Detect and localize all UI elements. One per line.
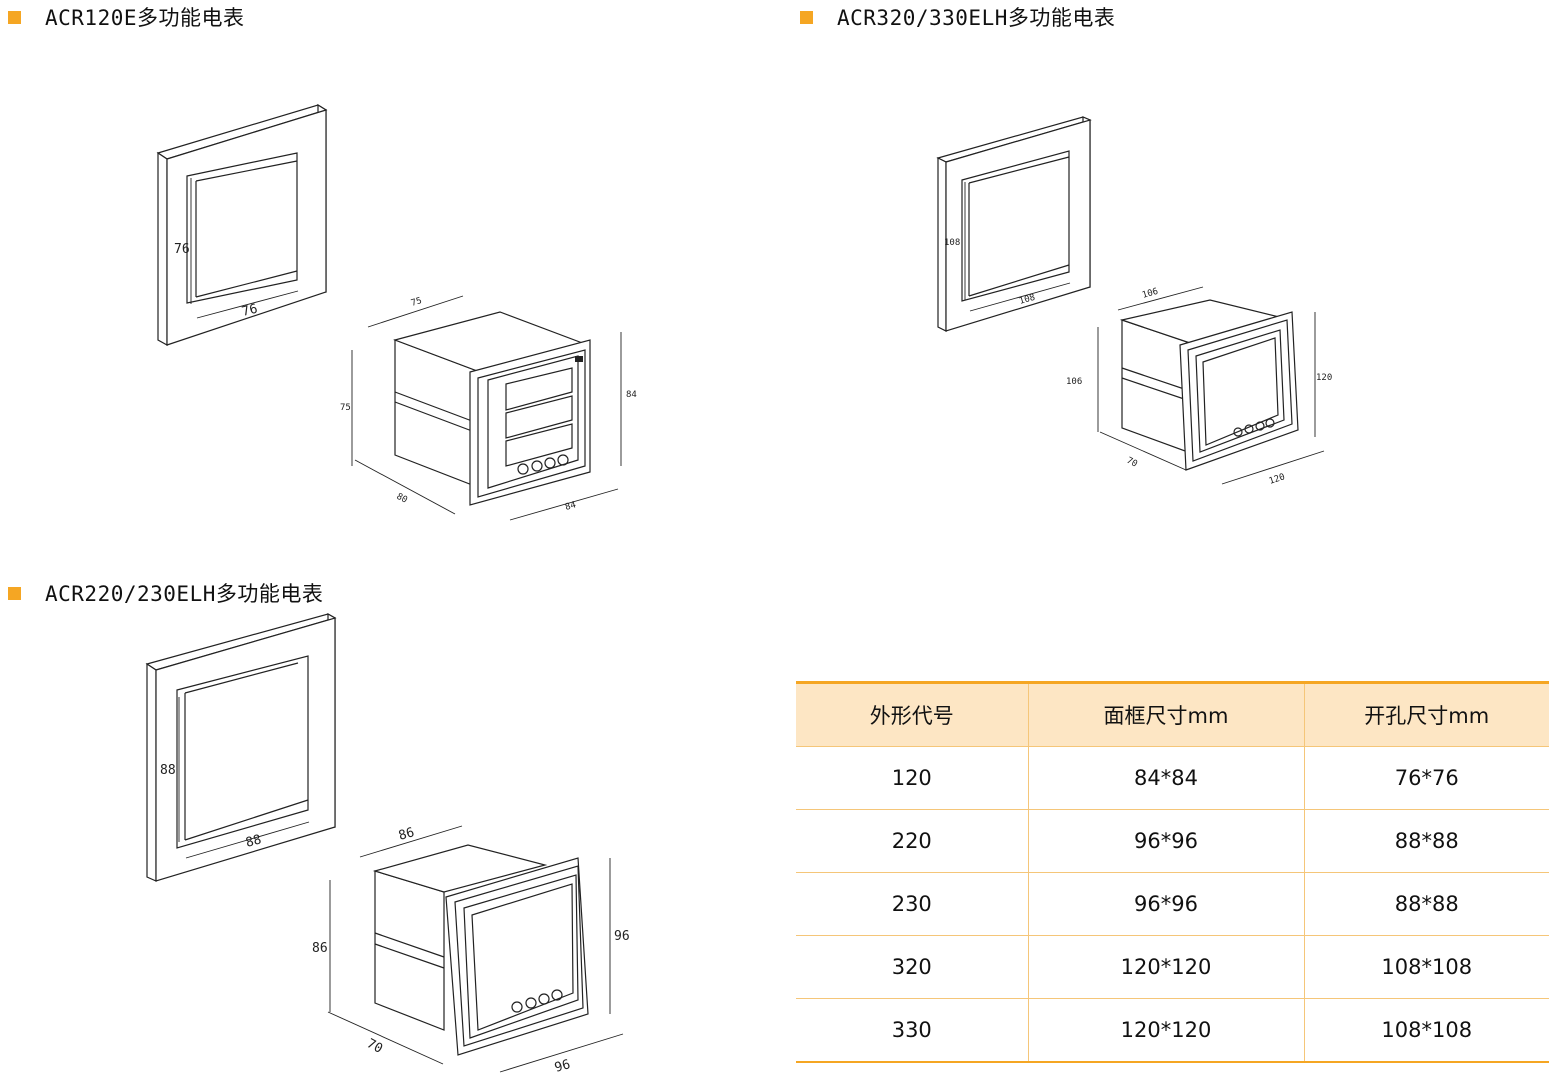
cell-cutout-size: 88*88 [1303, 809, 1549, 873]
table-header-row: 外形代号 面框尺寸mm 开孔尺寸mm [796, 681, 1549, 747]
cell-shape-code: 230 [796, 872, 1028, 936]
header-frame-size: 面框尺寸mm [1027, 681, 1304, 747]
drawing-acr120e: 76 76 75 75 80 84 84 [156, 103, 637, 521]
dim-frame-height: 120 [1316, 373, 1332, 383]
title-bullet [8, 586, 21, 600]
cell-frame-size: 96*96 [1027, 809, 1304, 873]
dim-depth-top: 106 [1141, 287, 1159, 301]
dim-frame-width: 120 [1268, 472, 1287, 487]
section-title-acr320: ACR320/330ELH多功能电表 [800, 2, 1115, 32]
cell-shape-code: 220 [796, 809, 1028, 873]
dim-cutout-width: 76 [240, 302, 259, 320]
section-title-acr120e: ACR120E多功能电表 [8, 2, 245, 32]
section-title-text: ACR120E多功能电表 [45, 6, 245, 30]
drawing-acr320: 108 108 106 106 70 120 120 [936, 116, 1332, 487]
cell-shape-code: 120 [796, 746, 1028, 810]
dim-cutout-height: 108 [944, 238, 960, 248]
cell-frame-size: 84*84 [1027, 746, 1304, 810]
dim-depth-top: 75 [410, 296, 423, 309]
dim-body-height: 86 [312, 941, 328, 956]
dim-frame-height: 84 [626, 390, 637, 400]
dim-cutout-width: 108 [1018, 293, 1036, 307]
dim-frame-height: 96 [614, 929, 630, 944]
dim-cutout-height: 88 [160, 763, 176, 778]
dim-depth-bottom: 80 [395, 492, 409, 506]
meter-body [1119, 299, 1299, 471]
title-bullet [800, 10, 813, 24]
dim-depth-bottom: 70 [1125, 456, 1139, 470]
section-title-acr220: ACR220/230ELH多功能电表 [8, 578, 323, 608]
meter-body [372, 844, 589, 1056]
title-bullet [8, 10, 21, 24]
dim-depth-bottom: 70 [364, 1036, 385, 1057]
cell-cutout-size: 108*108 [1303, 935, 1549, 999]
table-row: 230 96*96 88*88 [796, 872, 1549, 936]
table-row: 120 84*84 76*76 [796, 746, 1549, 810]
table-row: 220 96*96 88*88 [796, 809, 1549, 873]
meter-body [393, 311, 591, 506]
dim-body-height: 106 [1066, 377, 1082, 387]
table-row: 320 120*120 108*108 [796, 935, 1549, 999]
header-cutout-size: 开孔尺寸mm [1303, 681, 1549, 747]
cell-frame-size: 96*96 [1027, 872, 1304, 936]
drawing-acr220: 88 88 86 86 70 96 96 [145, 612, 630, 1076]
dim-body-height: 75 [340, 403, 351, 413]
dim-cutout-height: 76 [174, 242, 190, 257]
dim-frame-width: 96 [553, 1057, 572, 1076]
header-shape-code: 外形代号 [796, 681, 1028, 747]
dim-depth-top: 86 [397, 825, 416, 844]
cell-frame-size: 120*120 [1027, 998, 1304, 1063]
cell-cutout-size: 88*88 [1303, 872, 1549, 936]
cell-cutout-size: 108*108 [1303, 998, 1549, 1063]
dim-frame-width: 84 [564, 500, 577, 513]
cell-frame-size: 120*120 [1027, 935, 1304, 999]
section-title-text: ACR220/230ELH多功能电表 [45, 582, 324, 606]
cutout-panel [145, 612, 337, 882]
cell-shape-code: 330 [796, 998, 1028, 1063]
spec-table: 外形代号 面框尺寸mm 开孔尺寸mm 120 84*84 76*76 220 9… [796, 681, 1549, 1063]
table-row: 330 120*120 108*108 [796, 998, 1549, 1063]
cell-shape-code: 320 [796, 935, 1028, 999]
section-title-text: ACR320/330ELH多功能电表 [837, 6, 1116, 30]
dim-cutout-width: 88 [244, 832, 263, 851]
cell-cutout-size: 76*76 [1303, 746, 1549, 810]
cutout-panel [156, 103, 328, 347]
cutout-panel [936, 116, 1092, 332]
